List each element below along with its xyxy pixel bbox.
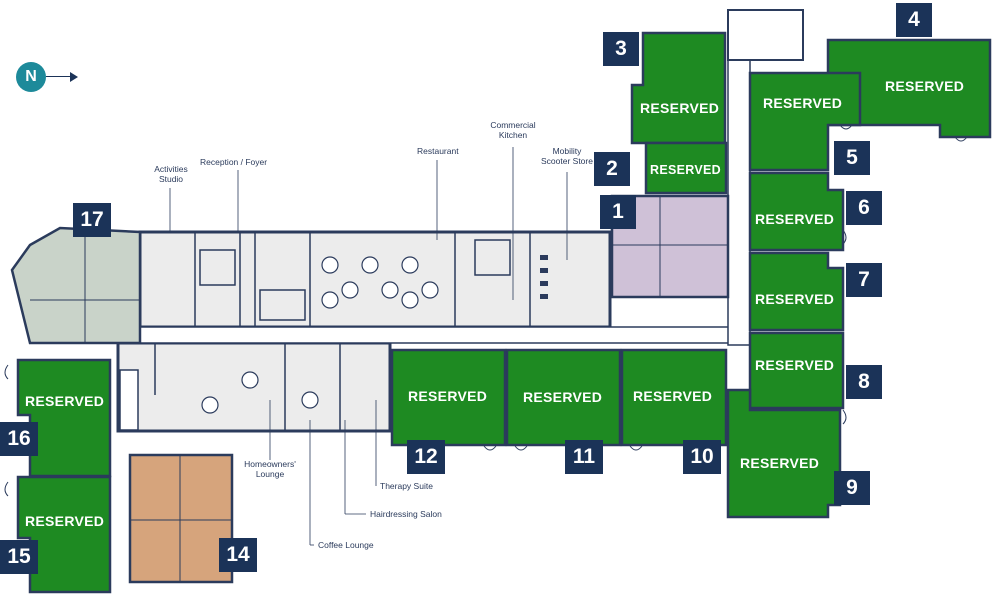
apartment-17-fill xyxy=(10,226,142,345)
apartment-badge-9[interactable]: 9 xyxy=(834,471,870,505)
arrow-head-icon xyxy=(70,72,78,82)
reserved-label-2: RESERVED xyxy=(650,163,721,177)
reserved-label-4: RESERVED xyxy=(885,78,965,94)
apartment-12-fill xyxy=(390,348,507,447)
apartment-badge-16[interactable]: 16 xyxy=(0,422,38,456)
reserved-label-11: RESERVED xyxy=(523,389,603,405)
apartment-14-fill xyxy=(128,453,234,584)
apartment-10-fill xyxy=(620,348,728,447)
apartment-16-fill xyxy=(16,358,112,478)
apartment-badge-3[interactable]: 3 xyxy=(603,32,639,66)
apartment-badge-2[interactable]: 2 xyxy=(594,152,630,186)
north-compass-icon: N xyxy=(16,62,46,92)
apartment-3-fill xyxy=(630,31,727,145)
reserved-label-10: RESERVED xyxy=(633,388,713,404)
east-corridor xyxy=(727,44,751,346)
apartment-badge-6[interactable]: 6 xyxy=(846,191,882,225)
reserved-label-5: RESERVED xyxy=(763,95,843,111)
apartment-badge-10[interactable]: 10 xyxy=(683,440,721,474)
apartment-11-fill xyxy=(505,348,622,447)
apartment-1-fill xyxy=(610,194,730,299)
apartment-7-fill xyxy=(748,251,845,332)
apartment-badge-15[interactable]: 15 xyxy=(0,540,38,574)
reserved-label-9: RESERVED xyxy=(740,455,820,471)
apartment-6-fill xyxy=(748,171,845,252)
apartment-5-fill xyxy=(748,71,862,172)
label-reception-foyer: Reception / Foyer xyxy=(200,157,268,167)
label-therapy-suite: Therapy Suite xyxy=(380,481,433,491)
apartment-2-fill xyxy=(644,141,728,195)
apartment-9-fill xyxy=(726,388,842,519)
reserved-label-7: RESERVED xyxy=(755,291,835,307)
reserved-label-16: RESERVED xyxy=(25,393,105,409)
apartment-badge-11[interactable]: 11 xyxy=(565,440,603,474)
apartment-badge-4[interactable]: 4 xyxy=(896,3,932,37)
apartment-badge-8[interactable]: 8 xyxy=(846,365,882,399)
reserved-label-3: RESERVED xyxy=(640,100,720,116)
north-arrow-icon xyxy=(46,76,72,77)
label-hairdressing-salon: Hairdressing Salon xyxy=(370,509,442,519)
reserved-label-15: RESERVED xyxy=(25,513,105,529)
apartment-badge-12[interactable]: 12 xyxy=(407,440,445,474)
reserved-label-8: RESERVED xyxy=(755,357,835,373)
west-lift xyxy=(119,369,139,431)
stair-core xyxy=(727,9,804,61)
reserved-label-12: RESERVED xyxy=(408,388,488,404)
apartment-badge-17[interactable]: 17 xyxy=(73,203,111,237)
label-homeowners-lounge: Homeowners'Lounge xyxy=(244,459,296,479)
reserved-label-6: RESERVED xyxy=(755,211,835,227)
apartment-8-fill xyxy=(748,331,845,410)
apartment-15-fill xyxy=(16,475,112,594)
corridor-link xyxy=(99,326,741,344)
label-coffee-lounge: Coffee Lounge xyxy=(318,540,374,550)
apartment-badge-1[interactable]: 1 xyxy=(600,195,636,229)
communal-block-north xyxy=(138,230,612,329)
apartment-badge-7[interactable]: 7 xyxy=(846,263,882,297)
apartment-badge-14[interactable]: 14 xyxy=(219,538,257,572)
apartment-badge-5[interactable]: 5 xyxy=(834,141,870,175)
label-restaurant: Restaurant xyxy=(417,146,459,156)
